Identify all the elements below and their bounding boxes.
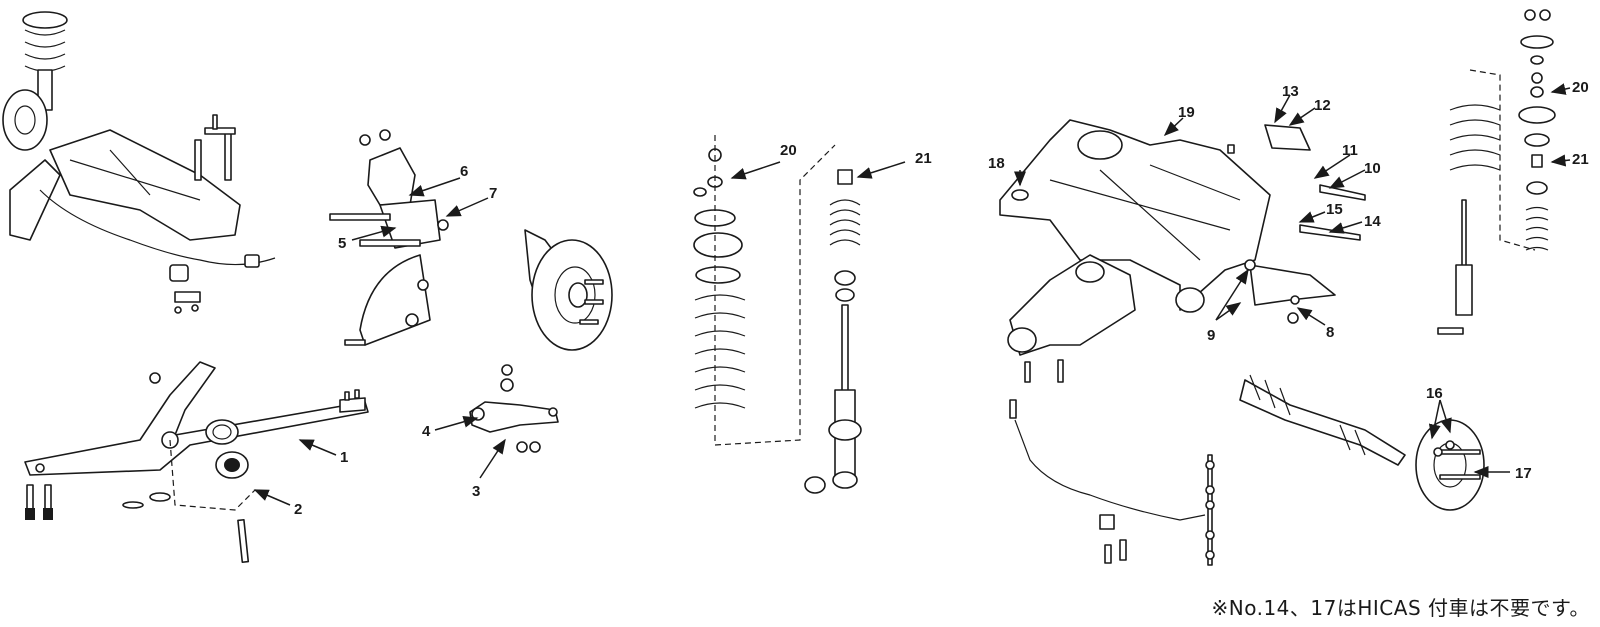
callout-12: 12 <box>1314 97 1331 114</box>
callout-14: 14 <box>1364 213 1381 230</box>
callout-8: 8 <box>1326 324 1334 341</box>
callout-19: 19 <box>1178 104 1195 121</box>
callout-10: 10 <box>1364 160 1381 177</box>
callout-21-rear: 21 <box>1572 151 1589 168</box>
callout-3: 3 <box>472 483 480 500</box>
callout-5: 5 <box>338 235 346 252</box>
lower-arm-assembly <box>469 364 559 453</box>
callout-1: 1 <box>340 449 348 466</box>
callout-17: 17 <box>1515 465 1532 482</box>
callout-20-front: 20 <box>780 142 797 159</box>
callout-2: 2 <box>294 501 302 518</box>
front-strut-exploded <box>693 135 862 494</box>
rear-shock-exploded <box>1437 9 1556 335</box>
member-bar-assembly <box>24 361 369 563</box>
callout-20-rear: 20 <box>1572 79 1589 96</box>
front-knuckle-hub <box>524 229 613 351</box>
callout-13: 13 <box>1282 83 1299 100</box>
callout-labels: 1 2 3 4 5 6 7 8 9 10 11 12 13 14 15 16 1… <box>294 79 1589 518</box>
callout-11: 11 <box>1342 142 1358 159</box>
rear-subframe-assembly <box>999 119 1366 324</box>
rear-stabilizer <box>1009 399 1215 566</box>
callout-7: 7 <box>489 185 497 202</box>
callout-21-front: 21 <box>915 150 932 167</box>
differential <box>1007 254 1136 383</box>
driveshaft-and-hub <box>1239 374 1485 511</box>
callout-4: 4 <box>422 423 431 440</box>
callout-6: 6 <box>460 163 468 180</box>
mount-bracket-assembly <box>329 129 449 346</box>
callout-18: 18 <box>988 155 1005 172</box>
footnote-hicas: ※No.14、17はHICAS 付車は不要です。 <box>1211 596 1590 620</box>
callout-16: 16 <box>1426 385 1443 402</box>
callout-leaders <box>253 83 1571 506</box>
front-subframe-assembly <box>2 11 276 314</box>
callout-15: 15 <box>1326 201 1343 218</box>
callout-9: 9 <box>1207 327 1215 344</box>
